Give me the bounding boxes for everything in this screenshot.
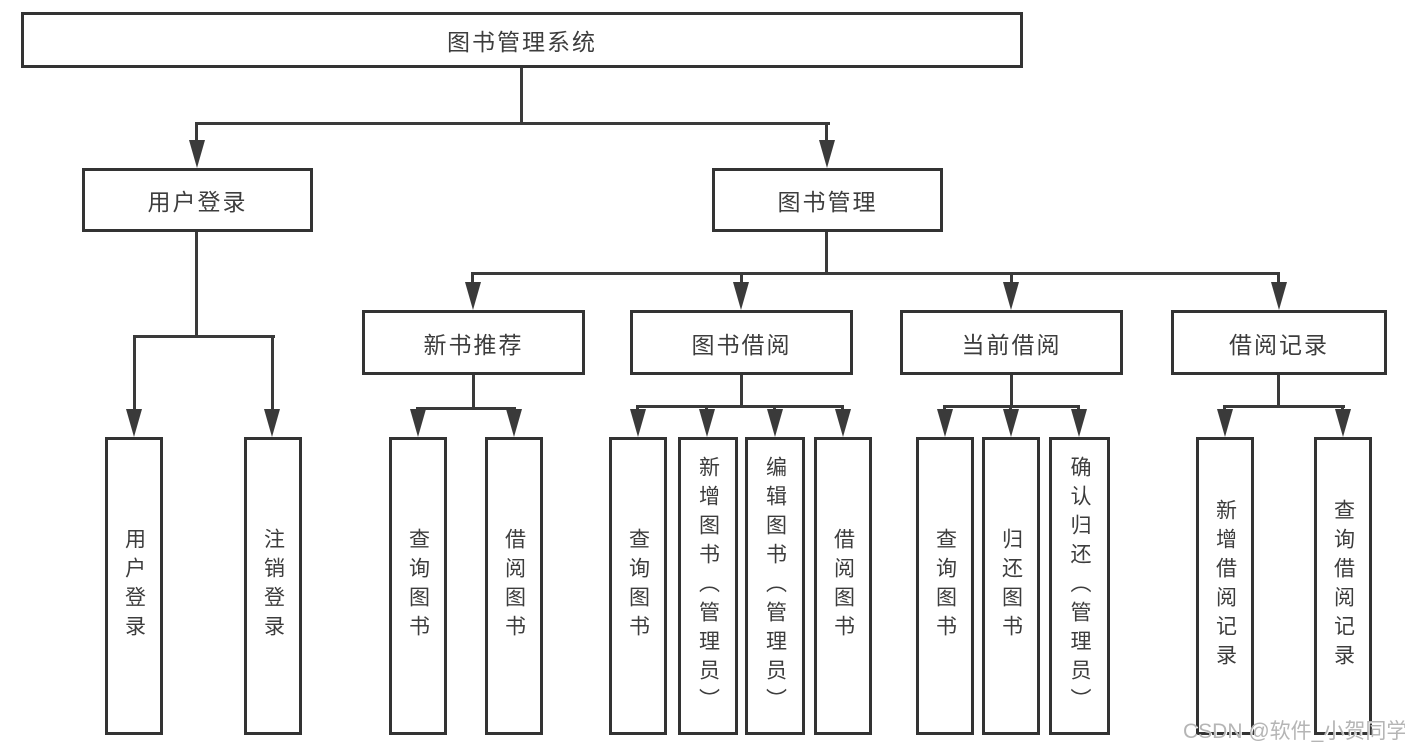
connector-line	[825, 232, 828, 272]
connector-line	[1341, 405, 1344, 411]
connector-line	[195, 232, 198, 335]
leaf-query-books-recommend: 查询图书	[389, 437, 447, 735]
connector-line	[416, 407, 516, 410]
node-label: 借阅图书	[831, 528, 855, 644]
connector-line	[841, 405, 844, 411]
arrowhead-icon	[410, 409, 426, 437]
connector-line	[943, 405, 946, 411]
node-label: 借阅记录	[1229, 331, 1329, 358]
leaf-confirm-return-admin: 确认归还（管理员）	[1049, 437, 1110, 735]
arrowhead-icon	[630, 409, 646, 437]
arrowhead-icon	[1003, 282, 1019, 310]
leaf-borrow-books-borrowing: 借阅图书	[814, 437, 872, 735]
connector-line	[472, 375, 475, 407]
node-book-borrowing: 图书借阅	[630, 310, 853, 375]
arrowhead-icon	[819, 140, 835, 168]
connector-line	[1223, 405, 1345, 408]
leaf-query-books-borrowing: 查询图书	[609, 437, 667, 735]
leaf-query-books-current: 查询图书	[916, 437, 974, 735]
node-label: 注销登录	[261, 528, 285, 644]
connector-line	[196, 122, 830, 125]
connector-line	[1010, 375, 1013, 405]
connector-line	[705, 405, 708, 411]
node-label: 查询图书	[406, 528, 430, 644]
node-label: 查询借阅记录	[1331, 499, 1355, 673]
connector-line	[740, 272, 743, 284]
connector-line	[825, 122, 828, 142]
connector-line	[740, 375, 743, 405]
node-label: 新书推荐	[423, 331, 524, 358]
leaf-add-books-admin: 新增图书（管理员）	[678, 437, 738, 735]
leaf-user-login: 用户登录	[105, 437, 163, 735]
connector-line	[471, 272, 1280, 275]
leaf-logout: 注销登录	[244, 437, 302, 735]
node-label: 查询图书	[933, 528, 957, 644]
node-new-book-recommendation: 新书推荐	[362, 310, 585, 375]
connector-line	[1277, 272, 1280, 284]
connector-line	[133, 335, 136, 409]
connector-line	[636, 405, 639, 411]
node-current-borrowing: 当前借阅	[900, 310, 1123, 375]
leaf-edit-books-admin: 编辑图书（管理员）	[745, 437, 805, 735]
connector-line	[1077, 405, 1080, 411]
node-label: 新增图书（管理员）	[696, 455, 720, 717]
connector-line	[471, 272, 474, 284]
node-label: 用户登录	[147, 189, 248, 215]
node-label: 当前借阅	[961, 331, 1062, 358]
arrowhead-icon	[835, 409, 851, 437]
node-label: 确认归还（管理员）	[1068, 455, 1091, 717]
arrowhead-icon	[937, 409, 953, 437]
connector-line	[133, 335, 275, 338]
node-library-management-system: 图书管理系统	[21, 12, 1023, 68]
arrowhead-icon	[699, 409, 715, 437]
arrowhead-icon	[733, 282, 749, 310]
connector-line	[1277, 375, 1280, 405]
node-label: 用户登录	[122, 528, 146, 644]
node-label: 归还图书	[999, 528, 1023, 644]
connector-line	[520, 68, 523, 122]
connector-line	[773, 405, 776, 411]
arrowhead-icon	[465, 282, 481, 310]
arrowhead-icon	[1335, 409, 1351, 437]
arrowhead-icon	[1217, 409, 1233, 437]
leaf-return-books: 归还图书	[982, 437, 1040, 735]
node-label: 图书管理	[777, 189, 878, 215]
leaf-borrow-books-recommend: 借阅图书	[485, 437, 543, 735]
arrowhead-icon	[189, 140, 205, 168]
connector-line	[195, 122, 198, 142]
connector-line	[271, 335, 274, 409]
connector-line	[1009, 405, 1012, 411]
node-label: 图书借阅	[691, 331, 792, 358]
node-user-login: 用户登录	[82, 168, 313, 232]
connector-line	[1010, 272, 1013, 284]
arrowhead-icon	[264, 409, 280, 437]
node-label: 编辑图书（管理员）	[763, 455, 787, 717]
node-label: 借阅图书	[502, 528, 526, 644]
connector-line	[1223, 405, 1226, 411]
leaf-query-borrow-record: 查询借阅记录	[1314, 437, 1372, 735]
arrowhead-icon	[767, 409, 783, 437]
arrowhead-icon	[506, 409, 522, 437]
connector-line	[636, 405, 844, 408]
arrowhead-icon	[1271, 282, 1287, 310]
node-label: 新增借阅记录	[1213, 499, 1237, 673]
arrowhead-icon	[126, 409, 142, 437]
csdn-watermark: CSDN @软件_小贺同学	[1183, 720, 1405, 743]
node-label: 查询图书	[626, 528, 650, 644]
leaf-add-borrow-record: 新增借阅记录	[1196, 437, 1254, 735]
node-borrowing-records: 借阅记录	[1171, 310, 1387, 375]
node-book-management: 图书管理	[712, 168, 943, 232]
arrowhead-icon	[1003, 409, 1019, 437]
arrowhead-icon	[1071, 409, 1087, 437]
node-label: 图书管理系统	[447, 29, 597, 55]
